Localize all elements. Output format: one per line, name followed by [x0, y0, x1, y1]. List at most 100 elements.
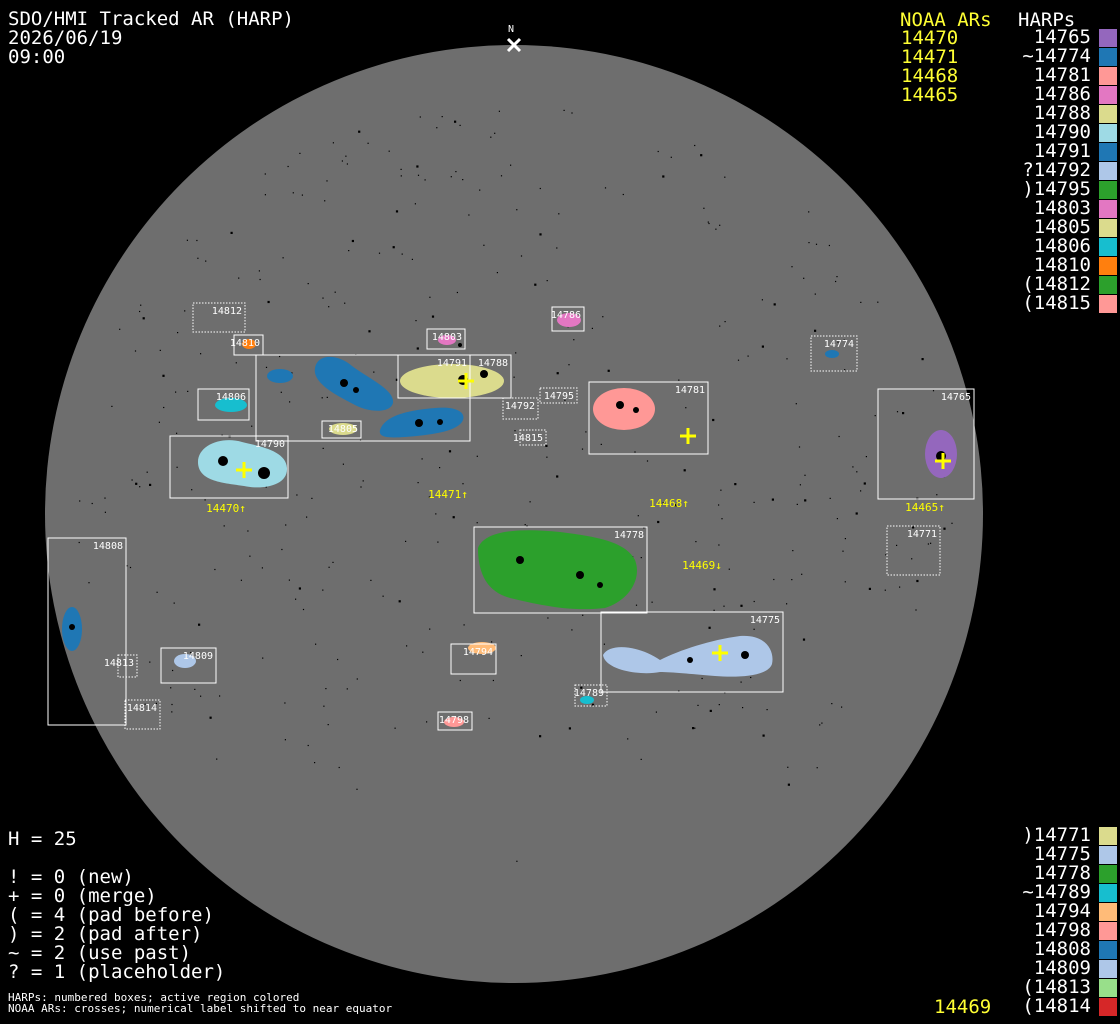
map-title: SDO/HMI Tracked AR (HARP)	[8, 8, 294, 30]
harp-color-swatch	[1099, 181, 1117, 199]
harp-legend-bottom-row: 14794	[1012, 902, 1117, 921]
harp-legend-top-row: 14781	[1012, 66, 1117, 85]
harp-box-label: 14778	[614, 530, 644, 541]
harp-legend-bottom-row: 14809	[1012, 959, 1117, 978]
harp-box-14778	[473, 526, 648, 614]
harp-legend-bottom-row: 14775	[1012, 845, 1117, 864]
flux-specks	[78, 109, 953, 862]
harp-box-label: 14805	[328, 424, 358, 435]
harp-box-14809	[160, 647, 217, 684]
harp-legend-top-row: (14812	[1012, 275, 1117, 294]
harp-legend-bottom-row: 14808	[1012, 940, 1117, 959]
harp-legend-label: (14812	[1022, 273, 1091, 295]
harp-box-14808	[47, 537, 127, 726]
harp-color-swatch	[1099, 257, 1117, 275]
noaa-equator-labels: 14470↑14471↑14468↑14465↑14469↓	[206, 488, 945, 572]
ar-patch-14810	[242, 339, 256, 349]
harp-box-label: 14774	[824, 339, 854, 350]
harp-legend-top-row: 14805	[1012, 218, 1117, 237]
harp-color-swatch	[1099, 238, 1117, 256]
ar-patch-14775	[603, 635, 773, 677]
harp-legend-label: 14794	[1033, 900, 1091, 922]
harp-color-swatch	[1099, 105, 1117, 123]
harp-legend-label: )14795	[1022, 178, 1091, 200]
ar-patch-14803	[438, 335, 456, 345]
harp-box-14775	[600, 611, 784, 693]
harp-color-swatch	[1099, 162, 1117, 180]
noaa-list-item: 14465	[901, 84, 959, 106]
footer-harps-note: HARPs: numbered boxes; active region col…	[8, 991, 300, 1004]
harp-legend-top-row: 14791	[1012, 142, 1117, 161]
ar-patch-14789	[580, 696, 594, 704]
harp-legend-label: 14778	[1033, 862, 1091, 884]
harp-legend-label: 14806	[1033, 235, 1091, 257]
harp-box-label: 14815	[513, 433, 543, 444]
ar-patch-14774	[825, 350, 839, 358]
status-legend-line: ? = 1 (placeholder)	[8, 961, 226, 983]
harp-legend-label: (14813	[1022, 976, 1091, 998]
north-pole-marker	[506, 37, 522, 53]
harp-box-label: 14781	[675, 385, 705, 396]
harp-box-label: 14790	[255, 439, 285, 450]
harp-legend-label: 14765	[1033, 26, 1091, 48]
harp-legend-bottom-row: ~14789	[1012, 883, 1117, 902]
harp-legend-label: 14805	[1033, 216, 1091, 238]
harp-box-14774	[810, 335, 858, 372]
harp-box-14798	[437, 711, 473, 731]
harp-legend-bottom-row: 14778	[1012, 864, 1117, 883]
harp-legend-label: 14798	[1033, 919, 1091, 941]
harp-legend-label: )14771	[1022, 824, 1091, 846]
ar-patch-14791b	[314, 356, 394, 411]
harps-heading: HARPs	[1018, 9, 1076, 31]
harp-color-swatch	[1099, 67, 1117, 85]
harp-box-14812	[192, 302, 246, 333]
harp-legend-label: 14810	[1033, 254, 1091, 276]
noaa-heading: NOAA ARs	[900, 9, 992, 31]
harp-legend-top-row: )14795	[1012, 180, 1117, 199]
noaa-list-item: 14471	[901, 46, 959, 68]
harp-legend-top-row: 14790	[1012, 123, 1117, 142]
harp-color-swatch	[1099, 865, 1117, 883]
ar-patch-14778	[478, 530, 637, 610]
harp-color-swatch	[1099, 979, 1117, 997]
harp-legend-label: (14814	[1022, 995, 1091, 1017]
harp-box-14794	[450, 643, 497, 675]
harp-box-label: 14806	[216, 392, 246, 403]
harp-box-14790	[169, 435, 289, 499]
harp-legend-top-row: 14765	[1012, 28, 1117, 47]
status-legend-line: ( = 4 (pad before)	[8, 904, 214, 926]
noaa-bottom-item: 14469	[934, 996, 992, 1018]
harp-box-label: 14810	[230, 338, 260, 349]
harp-color-swatch	[1099, 276, 1117, 294]
noaa-cross-14471	[458, 373, 474, 389]
ar-patch-14786	[557, 313, 581, 327]
harp-color-swatch	[1099, 846, 1117, 864]
noaa-equator-label: 14471↑	[428, 488, 468, 501]
noaa-crosses	[236, 373, 951, 661]
harp-legend-bottom-row: )14771	[1012, 826, 1117, 845]
harp-color-swatch	[1099, 86, 1117, 104]
noaa-list-item: 14468	[901, 65, 959, 87]
harp-color-swatch	[1099, 922, 1117, 940]
ar-patch-14781	[593, 388, 655, 430]
harp-box-label: 14788	[478, 358, 508, 369]
status-legend-line: + = 0 (merge)	[8, 885, 157, 907]
harp-box-14792	[502, 397, 539, 420]
harp-color-swatch	[1099, 143, 1117, 161]
harp-box-14803	[426, 328, 466, 350]
harp-box-label: 14792	[505, 401, 535, 412]
harp-legend-top-row: 14806	[1012, 237, 1117, 256]
harp-legend-label: 14808	[1033, 938, 1091, 960]
harp-legend-bottom-row: (14813	[1012, 978, 1117, 997]
harp-color-swatch	[1099, 29, 1117, 47]
harp-color-swatch	[1099, 200, 1117, 218]
harp-legend-top-row: (14815	[1012, 294, 1117, 313]
harp-legend-top-row: ?14792	[1012, 161, 1117, 180]
harp-box-label: 14814	[127, 703, 157, 714]
harp-color-swatch	[1099, 884, 1117, 902]
harp-color-swatch	[1099, 295, 1117, 313]
noaa-cross-14468	[680, 428, 696, 444]
harp-box-14814	[124, 699, 161, 730]
